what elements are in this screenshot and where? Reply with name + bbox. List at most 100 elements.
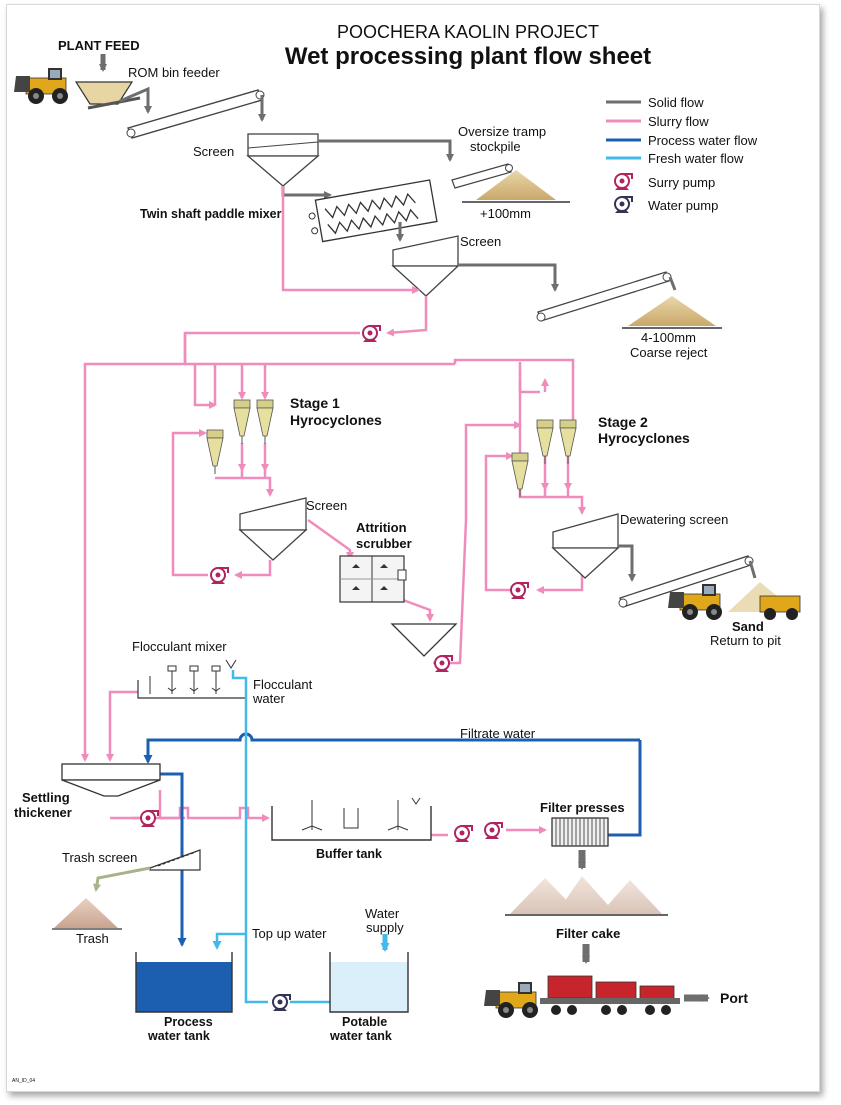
- screen-2: [391, 235, 460, 297]
- legend: Solid flow Slurry flow Process water flo…: [606, 95, 758, 214]
- filter-cake-label: Filter cake: [556, 926, 620, 941]
- paddle-mixer: [308, 179, 438, 243]
- stage2-label-1: Stage 2: [598, 414, 648, 430]
- slurry-pump-1: [362, 325, 381, 343]
- front-loader-cake: [483, 981, 539, 1019]
- screen2-oversize-flow: [458, 263, 559, 292]
- screen2-label: Screen: [460, 234, 501, 249]
- oversize-label-2: stockpile: [470, 139, 521, 154]
- sand-label-2: Return to pit: [710, 633, 781, 648]
- stage1-label-2: Hyrocyclones: [290, 412, 382, 428]
- process-tank-label-1: Process: [164, 1015, 213, 1029]
- slurry-pump-7: [484, 822, 503, 840]
- screen-1: [246, 133, 320, 187]
- screen3-label: Screen: [306, 498, 347, 513]
- page-title: Wet processing plant flow sheet: [285, 43, 651, 70]
- stage2-label-2: Hyrocyclones: [598, 430, 690, 446]
- dewatering-label: Dewatering screen: [620, 512, 728, 527]
- trash-screen: [149, 849, 201, 871]
- legend-process-water-label: Process water flow: [648, 133, 758, 148]
- slurry-pump-2: [210, 567, 229, 585]
- water-supply-label-1: Water: [365, 906, 400, 921]
- potable-tank-label-1: Potable: [342, 1015, 387, 1029]
- settling-thickener: [61, 763, 161, 797]
- stage2-cyclone-a: [511, 452, 529, 498]
- floc-mixer-label: Flocculant mixer: [132, 639, 227, 654]
- water-pump-1: [272, 994, 291, 1012]
- rom-bin-label: ROM bin feeder: [128, 65, 220, 80]
- filtrate-label: Filtrate water: [460, 726, 536, 741]
- rom-feeder-belt: [87, 96, 141, 110]
- sand-drop: [748, 560, 757, 579]
- filter-press: [551, 817, 609, 847]
- oversize-conveyor: [451, 163, 513, 189]
- flocculant-mixer: [137, 659, 247, 699]
- stage1-cyclone-c: [256, 399, 274, 445]
- screen1-oversize-flow: [318, 139, 454, 162]
- trash-label: Trash: [76, 931, 109, 946]
- plus100-label: +100mm: [480, 206, 531, 221]
- legend-slurry-label: Slurry flow: [648, 114, 709, 129]
- legend-fresh-water-label: Fresh water flow: [648, 151, 744, 166]
- floc-water-label-2: water: [252, 691, 285, 706]
- buffer-label: Buffer tank: [316, 847, 382, 861]
- stage2-cyclone-c: [559, 419, 577, 465]
- front-loader-feed: [13, 67, 69, 105]
- attrition-label-1: Attrition: [356, 520, 407, 535]
- screen1-to-mixer: [281, 186, 332, 199]
- stage1-cyclone-b: [233, 399, 251, 445]
- trash-pile: [54, 898, 118, 928]
- legend-water-pump-label: Water pump: [648, 198, 718, 213]
- trash-screen-label: Trash screen: [62, 850, 137, 865]
- stage1-cyclone-a: [206, 429, 224, 475]
- paddle-mixer-label: Twin shaft paddle mixer: [140, 207, 282, 221]
- sand-label-1: Sand: [732, 619, 764, 634]
- buffer-tank: [271, 797, 432, 841]
- coarse-label-2: Coarse reject: [630, 345, 708, 360]
- sump-cone: [390, 623, 458, 657]
- screen-3: [238, 497, 308, 561]
- drawing-code: AN_ID_04: [12, 1078, 35, 1084]
- process-tank-label-2: water tank: [147, 1029, 210, 1043]
- stage2-cyclone-b: [536, 419, 554, 465]
- floc-water-label-1: Flocculant: [253, 677, 313, 692]
- filter-presses-label: Filter presses: [540, 800, 625, 815]
- screen1-label: Screen: [193, 144, 234, 159]
- oversize-label-1: Oversize tramp: [458, 124, 546, 139]
- port-label: Port: [720, 990, 748, 1006]
- slurry-network: [81, 186, 586, 837]
- settling-label-2: thickener: [14, 805, 72, 820]
- road-train: [540, 975, 680, 1015]
- legend-slurry-pump-label: Surry pump: [648, 175, 715, 190]
- slurry-pump-icon: [614, 173, 633, 191]
- rom-bin: [74, 81, 134, 105]
- dewatering-screen: [551, 513, 620, 579]
- dump-truck-sand: [759, 595, 801, 620]
- slurry-pump-5: [140, 810, 159, 828]
- coarse-drop: [668, 276, 677, 291]
- potable-tank-label-2: water tank: [329, 1029, 392, 1043]
- slurry-pump-3: [434, 655, 453, 673]
- project-title: POOCHERA KAOLIN PROJECT: [337, 22, 599, 42]
- feed-to-conveyor: [119, 86, 152, 114]
- oversize-stockpile: [476, 170, 556, 200]
- fresh-water-network: [212, 670, 390, 1004]
- attrition-label-2: scrubber: [356, 536, 412, 551]
- settling-label-1: Settling: [22, 790, 70, 805]
- slurry-pump-6: [454, 825, 473, 843]
- top-up-label: Top up water: [252, 926, 327, 941]
- water-supply-label-2: supply: [366, 920, 404, 935]
- sand-conveyor: [618, 555, 754, 608]
- water-pump-icon: [614, 196, 633, 214]
- slurry-pump-4: [510, 582, 529, 600]
- coarse-stockpile: [628, 296, 716, 326]
- attrition-scrubber: [339, 555, 407, 603]
- trash-flow: [93, 866, 151, 892]
- potable-water-tank: [329, 952, 409, 1013]
- coarse-label-1: 4-100mm: [641, 330, 696, 345]
- dewatering-sand-flow: [618, 544, 636, 582]
- filter-cake-piles: [505, 876, 668, 916]
- legend-solid-label: Solid flow: [648, 95, 704, 110]
- stage1-label-1: Stage 1: [290, 395, 340, 411]
